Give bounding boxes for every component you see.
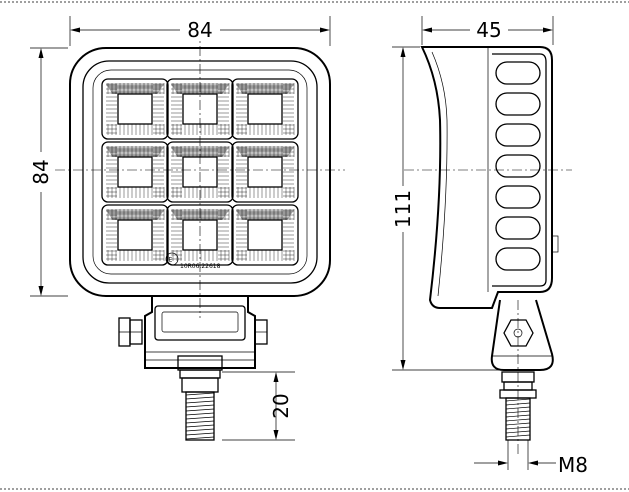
washer-icon xyxy=(179,369,221,379)
dim-total-height-value: 111 xyxy=(391,190,415,228)
bracket-plate xyxy=(154,305,246,341)
reflector-cell xyxy=(101,141,169,203)
mount-bracket xyxy=(144,296,256,369)
approval-mark-icon xyxy=(165,252,179,266)
dim-side-depth-value: 45 xyxy=(476,18,501,42)
dim-front-width-value: 84 xyxy=(187,18,212,42)
heatsink-fins xyxy=(495,61,541,271)
heatsink-fin xyxy=(495,154,541,178)
side-pivot-nut-icon xyxy=(503,319,534,347)
cable-gland-icon xyxy=(551,235,559,253)
dim-bolt-length-value: 20 xyxy=(269,393,293,418)
approval-code: 10R06.22618 xyxy=(180,263,221,270)
side-view xyxy=(404,46,572,456)
dim-front-height-value: 84 xyxy=(29,159,53,184)
heatsink-fin xyxy=(495,216,541,240)
reflector-cell xyxy=(231,78,299,140)
dim-total-height: 111 xyxy=(388,46,500,371)
reflector-cell xyxy=(101,204,169,266)
side-housing xyxy=(420,46,553,309)
dim-bolt-length: 20 xyxy=(222,371,295,441)
heatsink-fin xyxy=(495,185,541,209)
dim-side-depth: 45 xyxy=(421,16,554,45)
bolt-thread-front xyxy=(185,391,215,441)
heatsink-fin xyxy=(495,123,541,147)
dim-front-width: 84 xyxy=(69,16,331,46)
side-lens-edge xyxy=(431,51,448,297)
lock-nut-icon xyxy=(181,377,219,393)
front-view: E 10R06.22618 xyxy=(55,28,345,441)
heatsink-fin xyxy=(495,247,541,271)
reflector-cell xyxy=(231,141,299,203)
reflector-cell xyxy=(231,204,299,266)
dim-thread: M8 xyxy=(474,440,588,477)
bracket-slot xyxy=(161,311,239,333)
side-bracket xyxy=(490,299,554,371)
reflector-cell xyxy=(101,78,169,140)
heatsink-fin xyxy=(495,92,541,116)
heatsink-fin xyxy=(495,61,541,85)
approval-mark-letter: E xyxy=(169,257,173,264)
dim-thread-value: M8 xyxy=(558,453,588,477)
dim-front-height: 84 xyxy=(28,47,68,297)
heatsink-outline xyxy=(492,53,547,287)
